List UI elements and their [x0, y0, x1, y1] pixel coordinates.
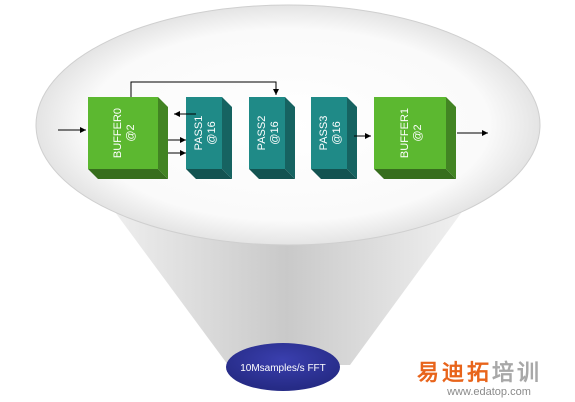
connector-arrows	[58, 81, 488, 156]
block-buffer1-front	[374, 97, 446, 169]
fft-rate-label: 10Msamples/s FFT	[240, 363, 326, 374]
block-pass3-side	[347, 97, 357, 179]
block-pass2-label: PASS2@16	[256, 116, 281, 151]
block-buffer1: BUFFER1@2	[374, 97, 456, 179]
block-pass1: PASS1@16	[186, 97, 232, 179]
block-buffer0-label-line2: @2	[125, 124, 137, 141]
block-buffer0: BUFFER0@2	[88, 97, 168, 179]
watermark: 易迪拓培训	[417, 360, 539, 386]
block-buffer1-label-line2: @2	[412, 124, 424, 141]
block-buffer0-side	[158, 97, 168, 179]
block-pass3-label-line1: PASS3	[318, 116, 330, 151]
block-pass3-front	[311, 97, 347, 169]
fft-rate-pill	[226, 343, 340, 391]
block-pass2-bottom	[249, 169, 295, 179]
block-buffer0-label-line1: BUFFER0	[112, 108, 124, 158]
block-pass1-label-line1: PASS1	[193, 116, 205, 151]
block-buffer0-bottom	[88, 169, 168, 179]
block-buffer1-label: BUFFER1@2	[399, 108, 424, 158]
block-buffer0-label: BUFFER0@2	[112, 108, 137, 158]
block-pass2-front	[249, 97, 285, 169]
block-pass1-label: PASS1@16	[193, 116, 218, 151]
block-pass1-side	[222, 97, 232, 179]
block-pass3-bottom	[311, 169, 357, 179]
block-pass1-bottom	[186, 169, 232, 179]
block-pass3: PASS3@16	[311, 97, 357, 179]
block-pass3-label-line2: @16	[331, 121, 343, 144]
block-pass1-label-line2: @16	[206, 121, 218, 144]
block-buffer1-side	[446, 97, 456, 179]
watermark-char: 训	[517, 361, 539, 386]
block-pass2-label-line2: @16	[269, 121, 281, 144]
block-buffer1-label-line1: BUFFER1	[399, 108, 411, 158]
block-pass3-label: PASS3@16	[318, 116, 343, 151]
watermark-char: 易	[417, 361, 439, 386]
block-pass2-label-line1: PASS2	[256, 116, 268, 151]
watermark-char: 培	[492, 360, 514, 386]
watermark-url: www.edatop.com	[446, 386, 531, 398]
watermark-char: 拓	[467, 361, 489, 386]
block-buffer0-front	[88, 97, 158, 169]
block-pass2-side	[285, 97, 295, 179]
block-pass1-front	[186, 97, 222, 169]
block-buffer1-bottom	[374, 169, 456, 179]
block-pass2: PASS2@16	[249, 97, 295, 179]
feedback-arrow-top	[130, 81, 279, 97]
watermark-char: 迪	[442, 361, 464, 386]
